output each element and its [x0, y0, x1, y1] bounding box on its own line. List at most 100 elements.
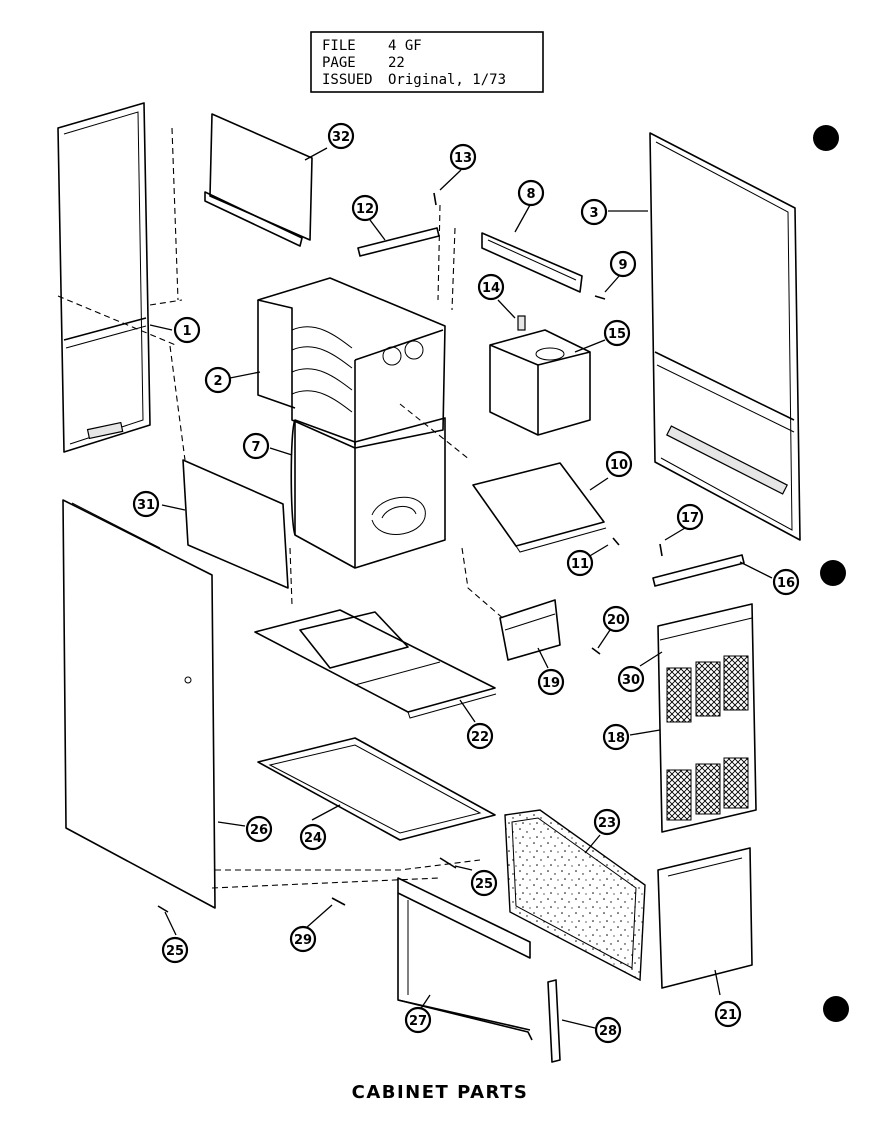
page-label: PAGE	[322, 55, 356, 71]
callout-22: 22	[466, 722, 494, 750]
screw-25-b	[157, 905, 169, 913]
svg-text:11: 11	[571, 557, 589, 572]
binder-hole-middle	[820, 560, 846, 586]
callout-20: 20	[602, 605, 630, 633]
screw-17	[659, 543, 663, 557]
issued-value: Original, 1/73	[388, 72, 506, 88]
left-side-panel	[57, 102, 151, 453]
callout-13: 13	[449, 143, 477, 171]
svg-text:26: 26	[250, 823, 268, 838]
svg-text:17: 17	[681, 511, 699, 526]
bracket-19	[499, 599, 561, 661]
callout-25-right: 25	[470, 869, 498, 897]
svg-text:18: 18	[607, 731, 625, 746]
svg-text:24: 24	[304, 831, 322, 846]
callout-27: 27	[404, 1006, 432, 1034]
svg-text:8: 8	[526, 187, 535, 202]
callout-18: 18	[602, 723, 630, 751]
callout-19: 19	[537, 668, 565, 696]
callout-14: 14	[477, 273, 505, 301]
svg-text:29: 29	[294, 933, 312, 948]
callout-8: 8	[517, 179, 545, 207]
callout-1: 1	[173, 316, 201, 344]
svg-text:19: 19	[542, 676, 560, 691]
callout-26: 26	[245, 815, 273, 843]
strip-28	[547, 979, 561, 1063]
filter-rack-24	[257, 737, 496, 841]
callout-15: 15	[603, 319, 631, 347]
binder-hole-bottom	[823, 996, 849, 1022]
file-value: 4 GF	[388, 38, 422, 54]
svg-text:1: 1	[182, 324, 191, 339]
svg-text:16: 16	[777, 576, 795, 591]
grille-door-18	[657, 603, 757, 833]
clip-14	[517, 315, 526, 331]
rail-16	[652, 554, 745, 587]
filter-23	[504, 809, 646, 982]
callouts: 1 2 3 7 8 9 10 11 12 13 14 15 16 17 18 1…	[0, 0, 800, 1044]
tray-10	[472, 462, 607, 553]
svg-text:14: 14	[482, 281, 500, 296]
svg-text:20: 20	[607, 613, 625, 628]
file-header-box: FILE 4 GF PAGE 22 ISSUED Original, 1/73	[310, 31, 544, 93]
svg-text:28: 28	[599, 1024, 617, 1039]
svg-text:21: 21	[719, 1008, 737, 1023]
front-panel-26	[62, 499, 216, 909]
callout-leaders	[149, 147, 773, 1029]
callout-9: 9	[609, 250, 637, 278]
svg-text:27: 27	[409, 1014, 427, 1029]
callout-25-center: 25	[0, 0, 18, 4]
lower-door-21	[657, 847, 753, 989]
callout-29: 29	[289, 925, 317, 953]
svg-text:31: 31	[137, 498, 155, 513]
binder-hole-top	[813, 125, 839, 151]
svg-text:12: 12	[356, 202, 374, 217]
svg-text:7: 7	[251, 440, 260, 455]
top-baffle	[204, 113, 313, 247]
svg-text:15: 15	[608, 327, 626, 342]
callout-32: 32	[327, 122, 355, 150]
svg-text:30: 30	[622, 673, 640, 688]
svg-text:23: 23	[598, 816, 616, 831]
screw-20	[591, 647, 601, 655]
callout-21: 21	[714, 1000, 742, 1028]
screw-11	[612, 537, 620, 546]
svg-text:22: 22	[471, 730, 489, 745]
svg-text:2: 2	[213, 374, 222, 389]
page-value: 22	[388, 55, 405, 71]
heat-exchanger-assembly	[257, 277, 446, 569]
top-rail-12	[357, 227, 440, 257]
svg-text:13: 13	[454, 151, 472, 166]
callout-23: 23	[593, 808, 621, 836]
base-plate-22	[254, 609, 497, 719]
callout-31: 31	[132, 490, 160, 518]
callout-10: 10	[605, 450, 633, 478]
bracket-8	[481, 232, 583, 293]
callout-7: 7	[242, 432, 270, 460]
svg-text:3: 3	[589, 206, 598, 221]
svg-text:10: 10	[610, 458, 628, 473]
right-side-panel	[649, 132, 801, 541]
callout-16: 16	[772, 568, 800, 596]
callout-3: 3	[580, 198, 608, 226]
screw-9	[594, 295, 606, 300]
blower-box-15	[489, 329, 591, 436]
callout-30: 30	[617, 665, 645, 693]
callout-17: 17	[676, 503, 704, 531]
file-label: FILE	[322, 38, 356, 54]
screw-25-a	[439, 857, 457, 869]
screw-29	[331, 897, 346, 906]
svg-text:25: 25	[475, 877, 493, 892]
callout-24: 24	[299, 823, 327, 851]
callout-25-left: 25	[161, 936, 189, 964]
frame-27	[397, 877, 533, 1041]
svg-text:25: 25	[166, 944, 184, 959]
partition-31	[182, 459, 289, 589]
diagram-title: CABINET PARTS	[352, 1082, 529, 1103]
callout-11: 11	[566, 549, 594, 577]
callout-2: 2	[204, 366, 232, 394]
issued-label: ISSUED	[322, 72, 373, 88]
callout-12: 12	[351, 194, 379, 222]
svg-text:9: 9	[618, 258, 627, 273]
